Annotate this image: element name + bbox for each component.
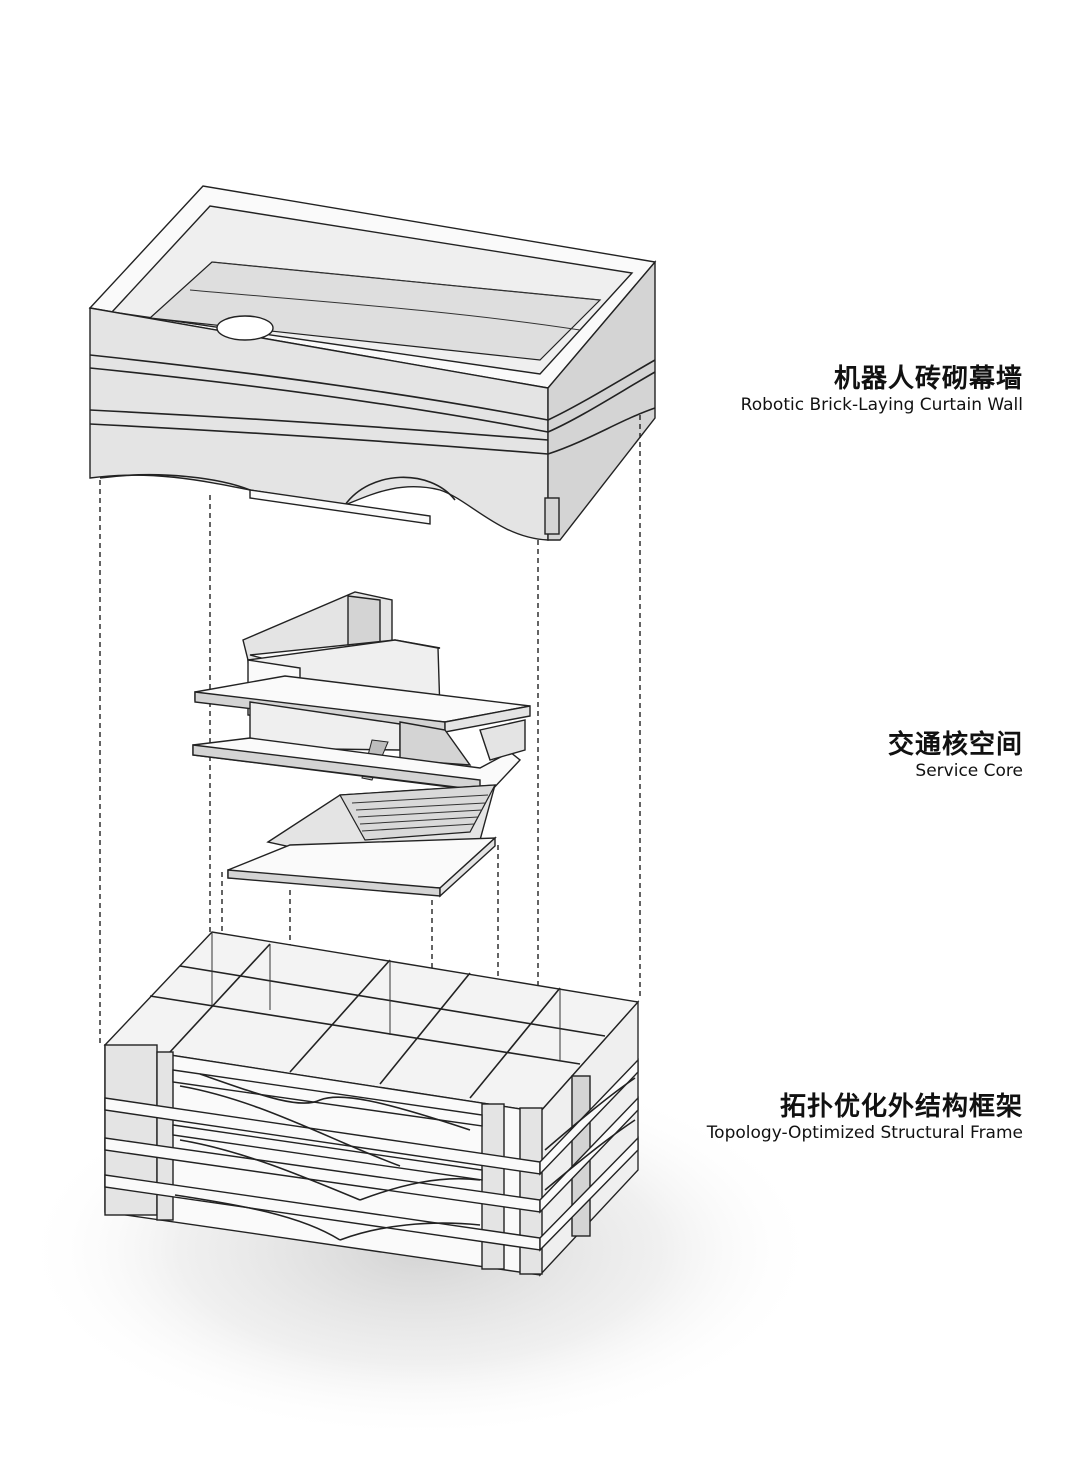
structural-frame-label: 拓扑优化外结构框架 Topology-Optimized Structural … <box>707 1092 1023 1144</box>
structural-frame-title-zh: 拓扑优化外结构框架 <box>779 1092 1023 1122</box>
curtain-wall-title-en: Robotic Brick-Laying Curtain Wall <box>740 395 1023 415</box>
service-core-title-zh: 交通核空间 <box>887 730 1023 760</box>
service-core-label: 交通核空间 Service Core <box>888 730 1023 782</box>
structural-frame-title-en: Topology-Optimized Structural Frame <box>706 1123 1023 1143</box>
structural-frame-model <box>103 931 640 1277</box>
curtain-wall-label: 机器人砖砌幕墙 Robotic Brick-Laying Curtain Wal… <box>741 364 1023 416</box>
service-core-title-en: Service Core <box>915 761 1023 781</box>
curtain-wall-model <box>88 185 657 541</box>
service-core-model <box>192 591 531 898</box>
curtain-wall-title-zh: 机器人砖砌幕墙 <box>833 364 1023 394</box>
